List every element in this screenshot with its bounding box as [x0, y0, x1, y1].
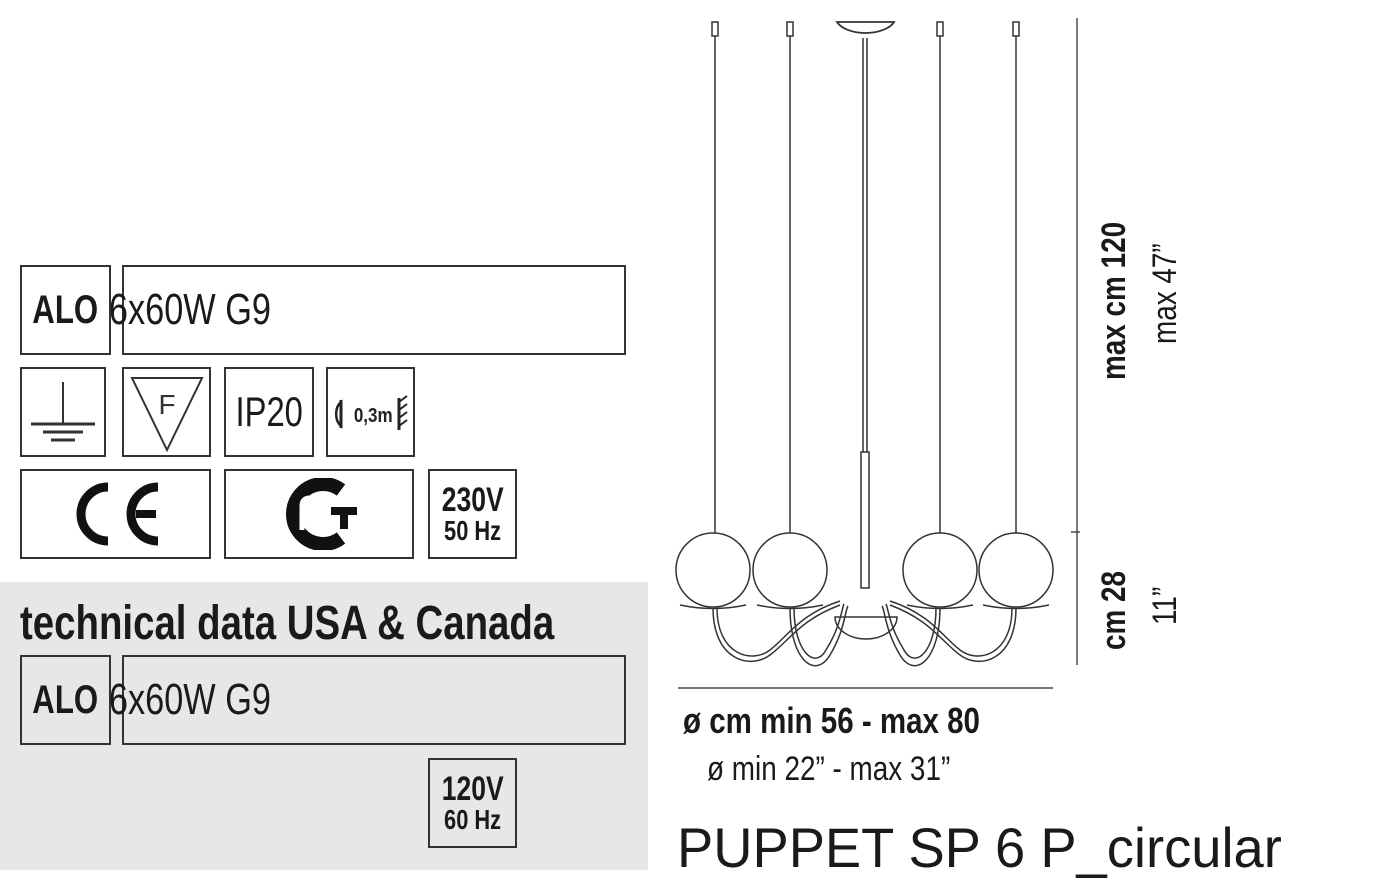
voltage-eu-label: 230V [441, 481, 504, 519]
min-distance-lamp-icon: 0,3m [334, 395, 408, 430]
height-max-cm-label: max cm 120 [1095, 221, 1133, 380]
lamp-spec-label: 6x60W G9 [108, 285, 272, 334]
lamp-type-label: ALO [32, 287, 99, 332]
lamp-spec-box: 6x60W G9 [109, 265, 626, 355]
svg-text:0,3m: 0,3m [353, 404, 392, 427]
f-mark-triangle-icon: F [129, 377, 204, 453]
pct-certification-icon [286, 478, 357, 550]
lamp-spec-usa-label: 6x60W G9 [108, 675, 272, 724]
f-mark-box: F [122, 367, 211, 457]
diameter-cm-label: ø cm min 56 - max 80 [683, 700, 980, 741]
voltage-eu-box: 230V 50 Hz [428, 469, 517, 559]
voltage-usa-box: 120V 60 Hz [428, 758, 517, 848]
product-name: PUPPET SP 6 P_circular [677, 816, 1282, 879]
svg-text:F: F [158, 389, 175, 420]
lamp-spec-usa-box: 6x60W G9 [109, 655, 626, 745]
frequency-usa-label: 60 Hz [443, 804, 502, 835]
ce-mark-box [20, 469, 211, 559]
usa-canada-title: technical data USA & Canada [20, 597, 555, 650]
frequency-eu-label: 50 Hz [443, 515, 502, 546]
ce-mark-icon [76, 482, 158, 546]
chandelier-drawing [675, 18, 1080, 689]
height-body-in-label: 11” [1146, 586, 1184, 625]
ip-rating-box: IP20 [224, 367, 314, 457]
diameter-in-label: ø min 22” - max 31” [707, 750, 951, 788]
voltage-usa-label: 120V [441, 770, 504, 808]
usa-canada-panel [0, 582, 648, 870]
height-max-in-label: max 47” [1146, 243, 1184, 344]
pct-mark-box [224, 469, 414, 559]
height-body-cm-label: cm 28 [1095, 570, 1133, 650]
ip-rating-label: IP20 [235, 388, 303, 435]
lamp-type-usa-label: ALO [32, 677, 99, 722]
lamp-type-usa-box: ALO [20, 655, 111, 745]
min-distance-box: 0,3m [326, 367, 415, 457]
earth-ground-icon [31, 382, 95, 442]
ground-symbol-box [20, 367, 106, 457]
ceiling-canopy [835, 21, 896, 34]
height-dimension-line [1071, 18, 1080, 665]
lamp-type-box: ALO [20, 265, 111, 355]
